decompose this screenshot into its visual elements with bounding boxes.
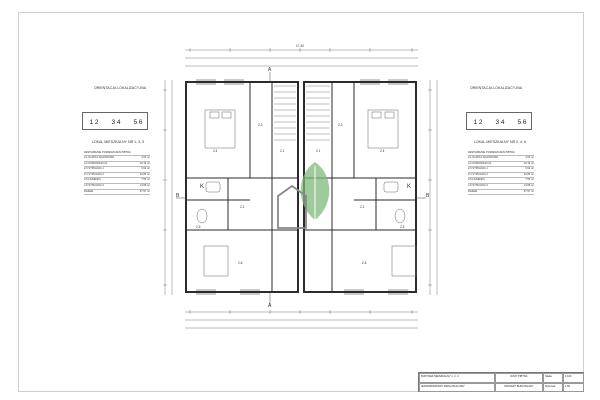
right-unit-num-2: 3 4 <box>495 118 505 126</box>
stairs <box>274 85 330 141</box>
tb-sheet-no: 1:50 <box>563 383 584 392</box>
room-tag: 2.2 <box>360 205 365 209</box>
left-bed-icon <box>204 109 236 149</box>
left-table-header: ZESTAWIENIE POMIESZCZEŃ PIĘTRA <box>84 150 150 156</box>
tb-stage: PROJEKT BUDOWLANY <box>495 383 543 392</box>
tb-project-line1: BUDYNEK MIESZKALNY 1, 2, 3 <box>419 373 495 383</box>
right-unit-title: LOKAL MIESZKALNY NR 2, 4, 6 <box>473 140 527 144</box>
left-unit-title: LOKAL MIESZKALNY NR 1, 3, 5 <box>91 140 145 144</box>
right-orientation-title: ORIENTACJA LOKALIZACYJNA <box>469 86 523 90</box>
room-tag: 2.6 <box>238 261 243 265</box>
tb-scale-value: 1:100 <box>563 373 584 383</box>
tb-scale-label: Skala: <box>543 373 563 383</box>
section-markers <box>176 72 426 305</box>
room-tag: 2.3 <box>338 123 343 127</box>
right-bed-icon <box>367 109 399 149</box>
tree-leaf-logo-icon <box>300 162 330 222</box>
right-window-top <box>360 79 408 85</box>
right-sink-icon <box>383 181 399 193</box>
right-unit-num-1: 1 2 <box>473 118 483 126</box>
tb-project-line2: JEDNORODZINNY DWULOKALOWY <box>419 383 495 392</box>
right-unit-num-3: 5 6 <box>517 118 527 126</box>
section-b-right: B <box>426 193 430 199</box>
left-room-table: ZESTAWIENIE POMIESZCZEŃ PIĘTRA 2.1 KLATK… <box>84 150 150 196</box>
right-room-table: ZESTAWIENIE POMIESZCZEŃ PIĘTRA 2.1 KLATK… <box>468 150 534 196</box>
room-tag: 2.1 <box>316 149 321 153</box>
right-bed-pillow-1 <box>371 111 382 119</box>
right-window-bottom <box>344 289 408 295</box>
k-mark-left: K <box>200 184 205 190</box>
left-bed2-icon <box>203 245 229 277</box>
k-mark-right: K <box>407 184 412 190</box>
left-sink-icon <box>205 181 221 193</box>
room-tag: 2.4 <box>213 149 218 153</box>
house-outline <box>277 184 307 229</box>
right-bed2-icon <box>391 245 417 277</box>
dim-ticks-bottom <box>189 310 413 314</box>
left-unit-outer-wall <box>185 81 299 293</box>
room-tag: 2.5 <box>196 225 201 229</box>
title-block: BUDYNEK MIESZKALNY 1, 2, 3 JEDNORODZINNY… <box>418 372 584 392</box>
right-toilet-icon <box>394 208 406 224</box>
dimension-lines <box>163 48 438 329</box>
left-unit-num-2: 3 4 <box>111 118 121 126</box>
dim-ticks-right <box>428 89 432 286</box>
left-orientation-title: ORIENTACJA LOKALIZACYJNA <box>93 86 147 90</box>
right-unit-numbers-box: 1 2 3 4 5 6 <box>466 112 532 130</box>
dim-ticks-top <box>189 48 413 52</box>
left-unit-num-3: 5 6 <box>133 118 143 126</box>
house-logo-icon <box>277 184 307 229</box>
left-unit-numbers-box: 1 2 3 4 5 6 <box>82 112 148 130</box>
left-bed-pillow-2 <box>221 111 232 119</box>
overall-dimension: 17,40 <box>296 44 304 48</box>
left-unit-num-1: 1 2 <box>89 118 99 126</box>
windows <box>196 79 408 295</box>
room-tag: 2.5 <box>400 225 405 229</box>
room-tag: 2.4 <box>380 149 385 153</box>
section-b-left: B <box>176 193 180 199</box>
right-table-header: ZESTAWIENIE POMIESZCZEŃ PIĘTRA <box>468 150 534 156</box>
tb-sheet-label: Rysunek: <box>543 383 563 392</box>
section-a-top: A <box>268 67 272 73</box>
right-stair-icon <box>306 85 330 141</box>
left-toilet-icon <box>196 208 208 224</box>
room-tag: 2.6 <box>362 261 367 265</box>
left-bed-pillow-1 <box>209 111 220 119</box>
room-tag: 2.1 <box>280 149 285 153</box>
sheet-frame <box>18 12 584 392</box>
left-window-top <box>196 79 244 85</box>
left-window-bottom <box>196 289 260 295</box>
tb-drawing: RZUT PIĘTRA <box>495 373 543 383</box>
inner-walls <box>186 82 416 292</box>
section-a-bottom: A <box>268 303 272 309</box>
left-stair-icon <box>274 85 296 141</box>
furniture <box>196 109 417 277</box>
dim-ticks-left <box>163 89 167 286</box>
room-tag: 2.3 <box>258 123 263 127</box>
right-bed-pillow-2 <box>384 111 395 119</box>
room-tag: 2.2 <box>240 205 245 209</box>
